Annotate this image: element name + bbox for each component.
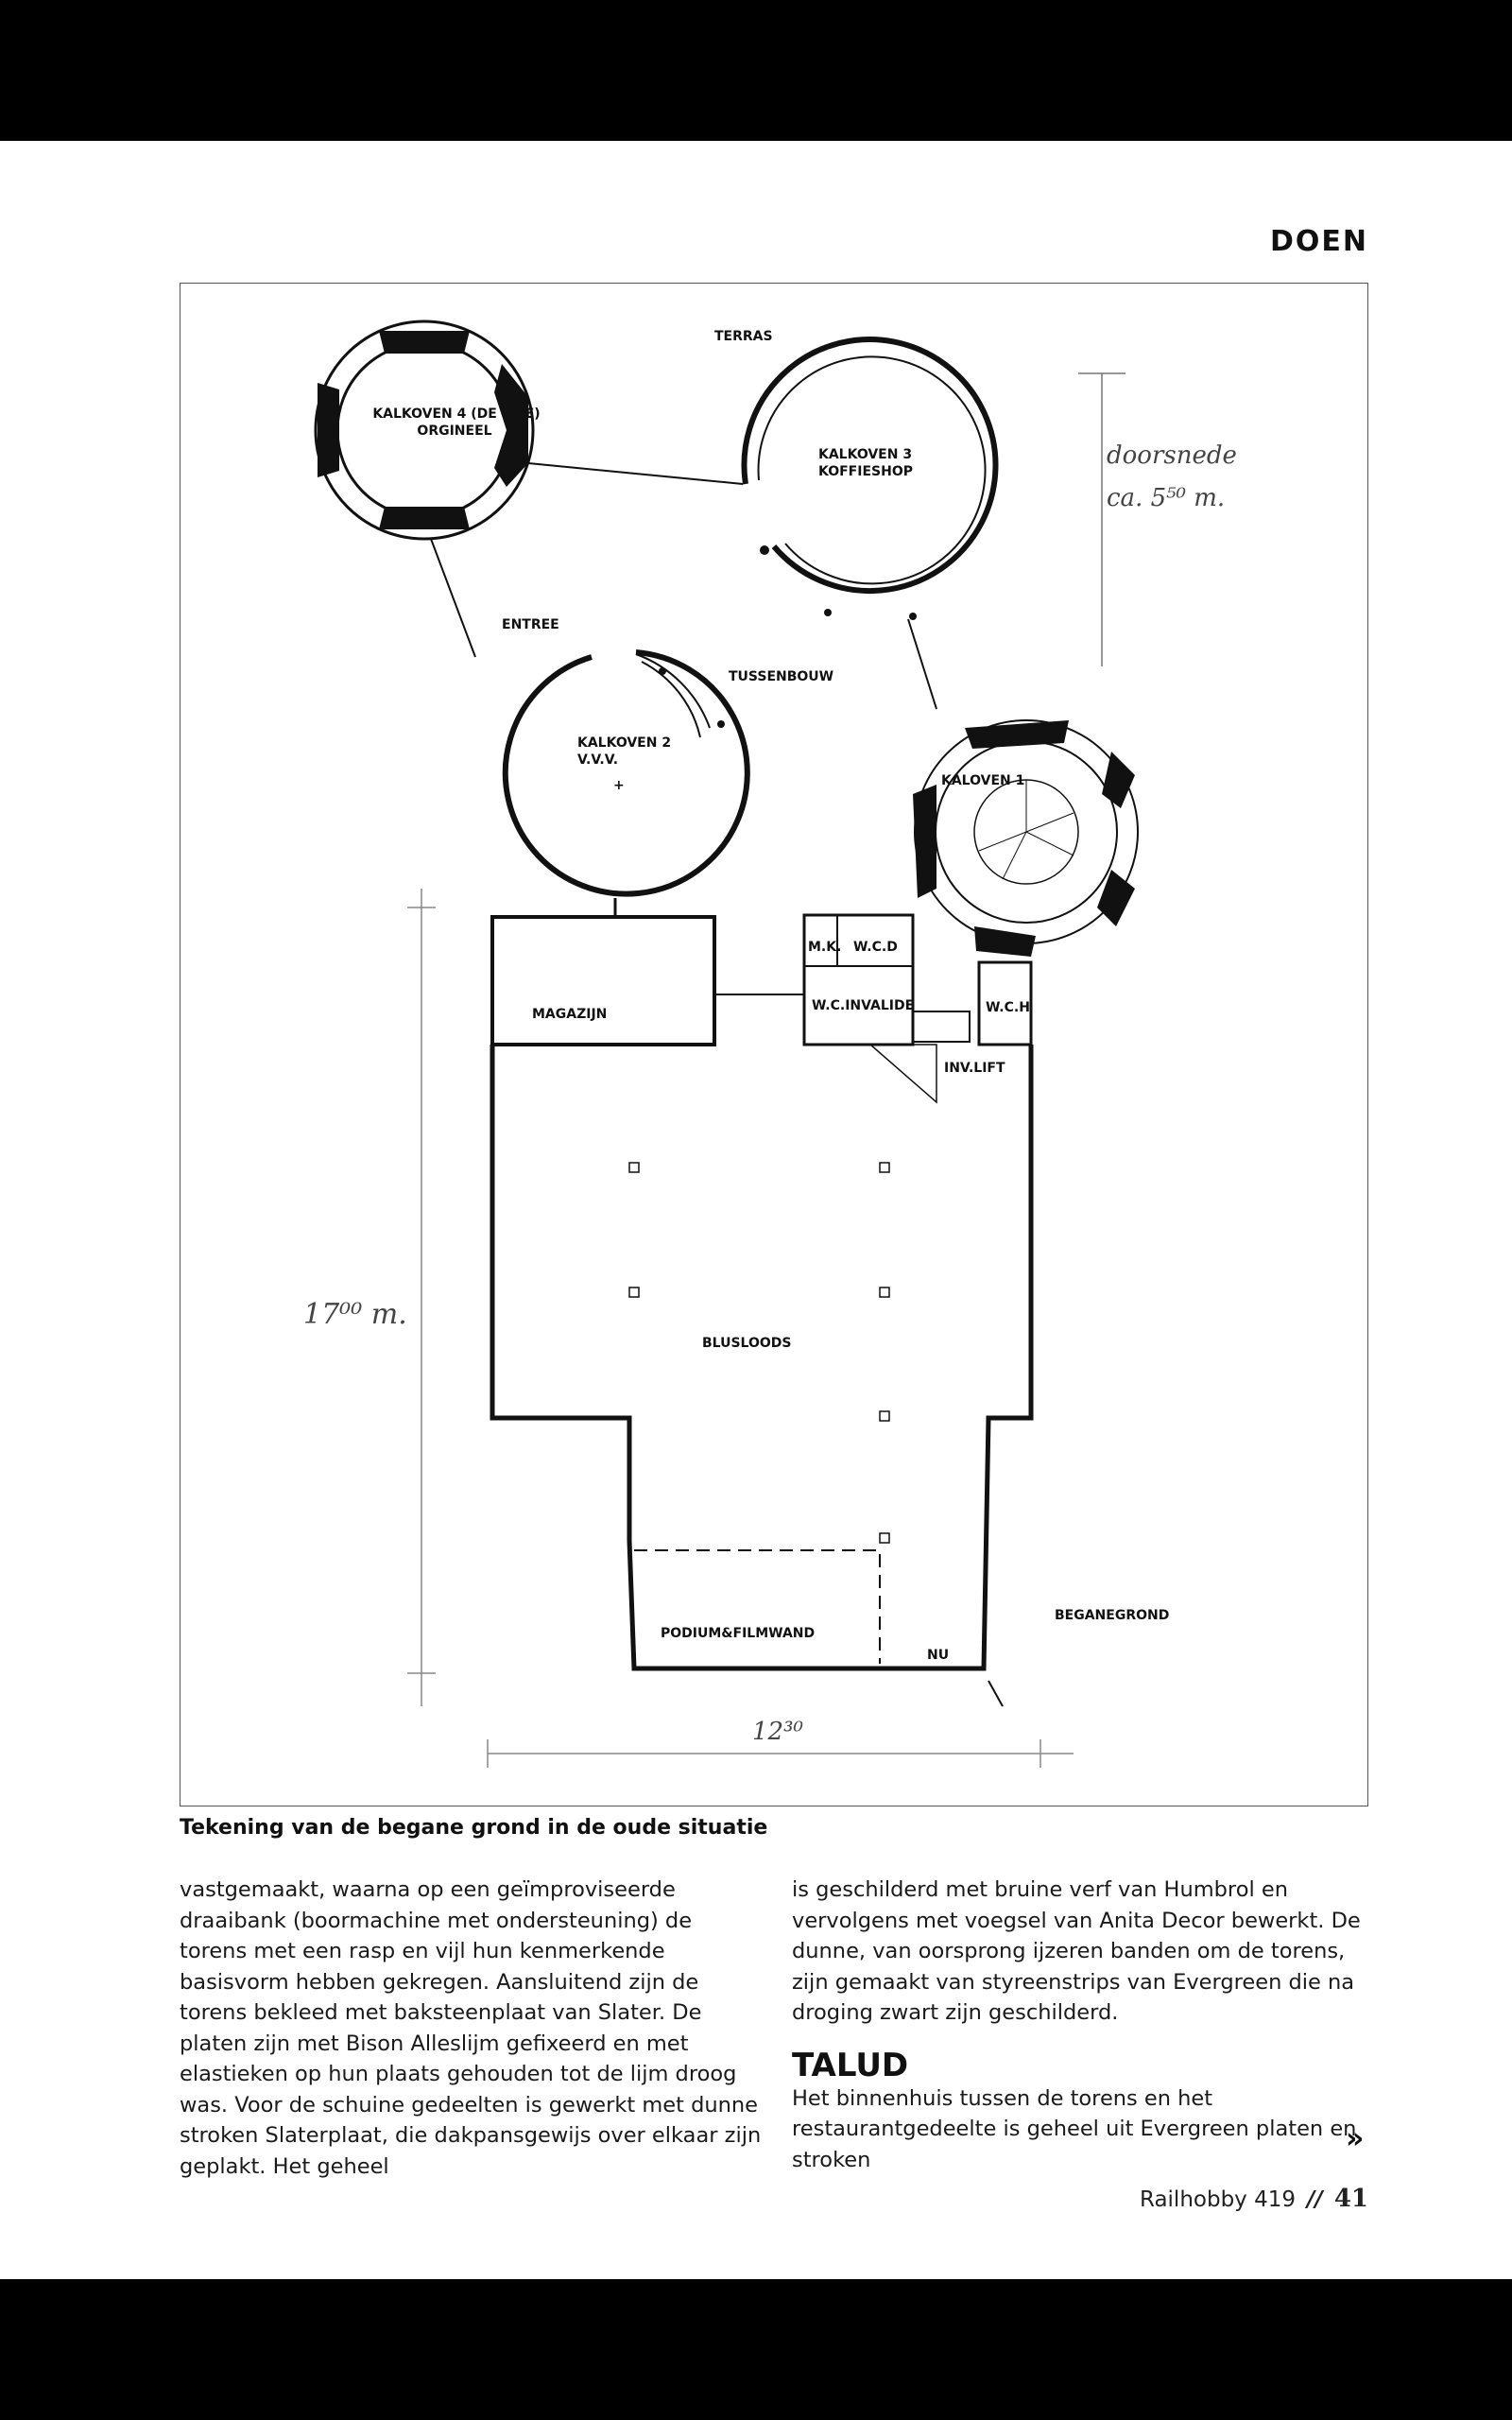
tower-3: KALKOVEN 3 KOFFIESHOP: [741, 337, 999, 620]
continue-arrow-icon: »: [1346, 2122, 1365, 2155]
inv-lift-label: INV.LIFT: [944, 1061, 1005, 1076]
tussenbouw-label: TUSSENBOUW: [729, 669, 833, 684]
article-column-left: vastgemaakt, waarna op een geïmproviseer…: [180, 1875, 765, 2182]
kaloven1-label: KALOVEN 1: [941, 773, 1024, 788]
wcd-label: W.C.D: [853, 940, 898, 955]
kalkoven3-label-2: KOFFIESHOP: [818, 464, 913, 479]
figure-caption: Tekening van de begane grond in de oude …: [180, 1816, 768, 1840]
mk-label: M.K.: [808, 940, 841, 955]
magazine-page: DOEN KALKOVEN 4 (DE LUIE) ORGINEEL TERRA…: [0, 141, 1512, 2279]
tower-4: KALKOVEN 4 (DE LUIE) ORGINEEL: [314, 320, 541, 541]
magazijn-label: MAGAZIJN: [532, 1007, 607, 1022]
tower-2: KALKOVEN 2 V.V.V. +: [502, 649, 750, 897]
wch-label: W.C.H: [986, 1000, 1030, 1015]
podium-label: PODIUM&FILMWAND: [661, 1626, 815, 1641]
nu-label: NU: [927, 1648, 949, 1663]
kalkoven2-label-2: V.V.V.: [577, 752, 618, 768]
doorsnede-label-2: ca. 5⁵⁰ m.: [1107, 484, 1225, 512]
width-dimension: 12³⁰: [752, 1718, 804, 1746]
subheading: TALUD: [792, 2046, 909, 2084]
footer-separator: //: [1307, 2187, 1323, 2212]
kalkoven4-label-2: ORGINEEL: [417, 424, 491, 439]
height-dimension: 17⁰⁰ m.: [303, 1298, 407, 1331]
page-footer: Railhobby 419 // 41: [1140, 2185, 1368, 2213]
magazine-name: Railhobby 419: [1139, 2187, 1296, 2212]
paragraph: vastgemaakt, waarna op een geïmproviseer…: [180, 1877, 762, 2179]
tower-1: KALOVEN 1: [913, 719, 1139, 957]
doorsnede-label-1: doorsnede: [1107, 441, 1237, 470]
kalkoven2-label-1: KALKOVEN 2: [577, 735, 671, 751]
terras-label: TERRAS: [714, 329, 773, 344]
blusloods-label: BLUSLOODS: [702, 1336, 791, 1351]
article-column-right: is geschilderd met bruine verf van Humbr…: [792, 1875, 1378, 2175]
beganegrond-label: BEGANEGROND: [1055, 1608, 1169, 1623]
floor-plan-figure: KALKOVEN 4 (DE LUIE) ORGINEEL TERRAS KAL…: [180, 283, 1368, 1806]
entree-label: ENTREE: [502, 617, 559, 632]
floor-plan-drawing: KALKOVEN 4 (DE LUIE) ORGINEEL TERRAS KAL…: [303, 320, 1237, 1768]
section-label: DOEN: [1269, 225, 1368, 258]
main-building: MAGAZIJN M.K. W.C.D W.C.INVALIDE W.C.H I…: [490, 913, 1034, 1707]
svg-text:+: +: [613, 778, 625, 793]
paragraph: is geschilderd met bruine verf van Humbr…: [792, 1877, 1361, 2025]
kalkoven4-label-1: KALKOVEN 4 (DE LUIE): [372, 406, 540, 422]
paragraph: Het binnenhuis tussen de torens en het r…: [792, 2085, 1357, 2172]
wc-invalide-label: W.C.INVALIDE: [812, 998, 914, 1013]
page-number: 41: [1333, 2185, 1368, 2213]
kalkoven3-label-1: KALKOVEN 3: [818, 447, 912, 462]
